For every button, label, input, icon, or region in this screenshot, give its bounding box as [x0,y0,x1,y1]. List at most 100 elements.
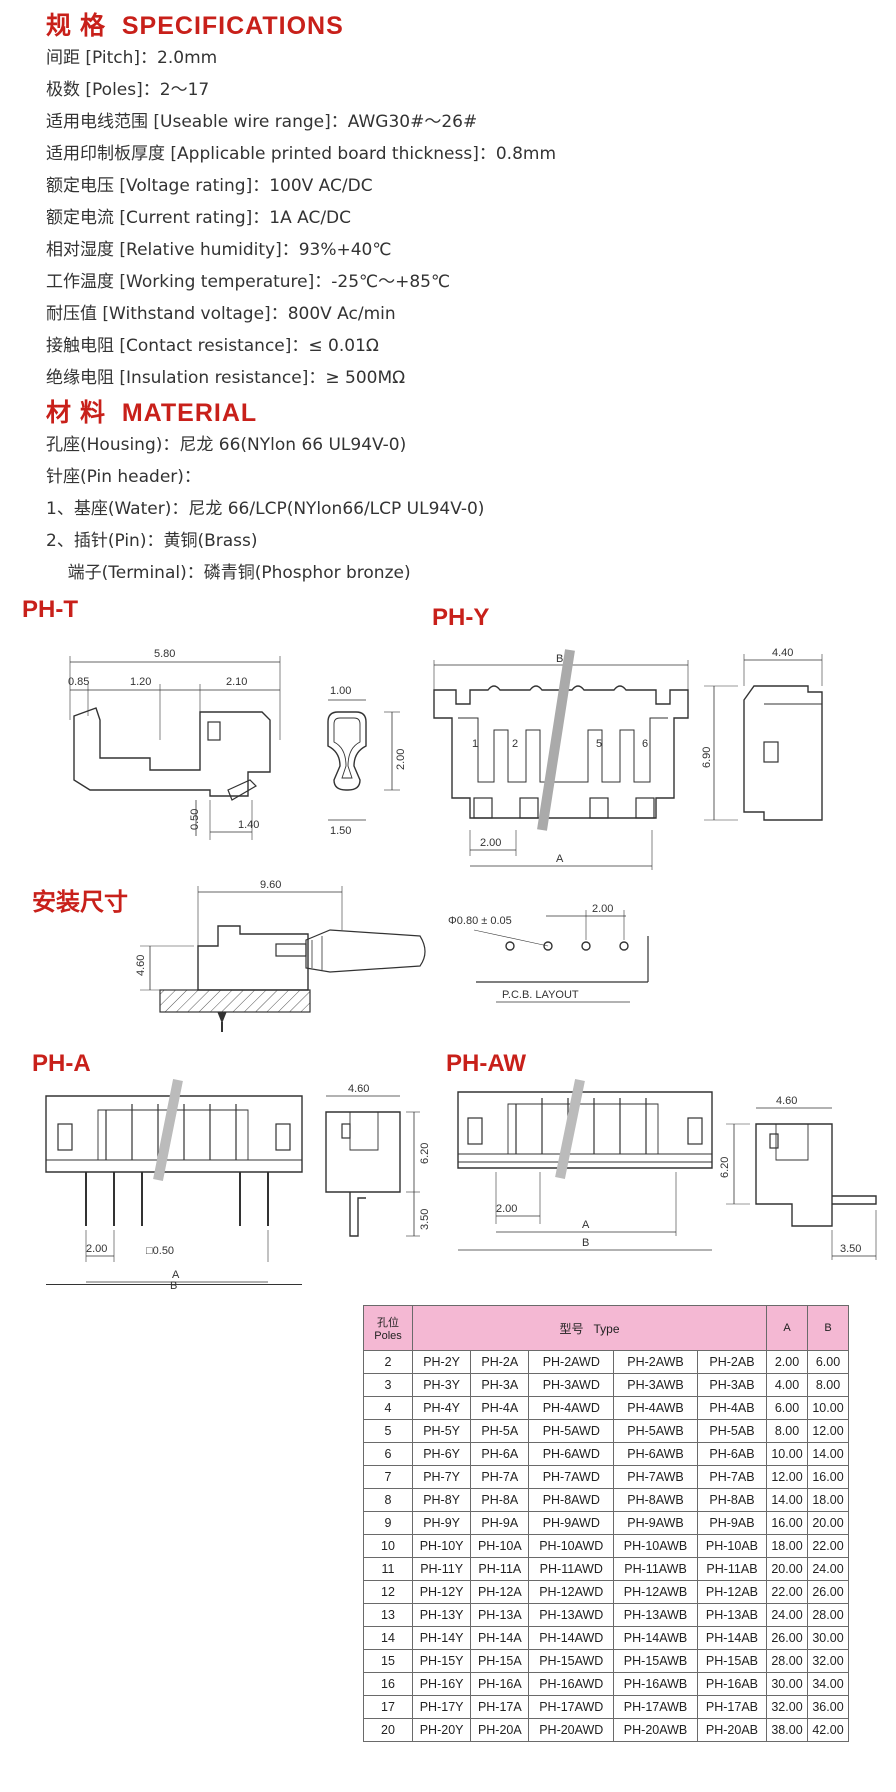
table-cell: 12.00 [766,1465,808,1489]
header-b: B [807,1305,849,1351]
table-cell: PH-12AWD [528,1580,615,1604]
table-cell: 28.00 [807,1603,849,1627]
pht-dim-7: 1.00 [330,685,351,697]
spec-item: 适用电线范围 [Useable wire range]：AWG30#～26# [46,112,478,132]
spec-item: 耐压值 [Withstand voltage]：800V Ac/min [46,304,396,324]
phaw-side-drawing [726,1107,877,1260]
phaw-dim-b: B [582,1237,589,1249]
phaw-dim-a: A [582,1219,590,1231]
table-cell: PH-11AB [696,1557,768,1581]
table-cell: PH-5AB [696,1419,768,1443]
phy-housing-drawing [433,649,689,870]
table-cell: PH-2A [470,1350,530,1374]
table-cell: PH-6AB [696,1442,768,1466]
phy-pin-6: 6 [642,738,648,750]
table-cell: PH-16AB [696,1672,768,1696]
table-cell: 20 [363,1718,413,1742]
table-cell: PH-5A [470,1419,530,1443]
table-cell: PH-12Y [411,1580,472,1604]
table-cell: PH-20A [470,1718,530,1742]
table-cell: 34.00 [807,1672,849,1696]
table-cell: PH-12AWB [613,1580,698,1604]
table-cell: PH-2AB [696,1350,768,1374]
table-cell: PH-15AWB [613,1649,698,1673]
table-cell: PH-13AWB [613,1603,698,1627]
table-cell: 30.00 [766,1672,808,1696]
table-cell: 36.00 [807,1695,849,1719]
table-cell: PH-10A [470,1534,530,1558]
material-item: 针座(Pin header)： [46,467,201,487]
table-cell: PH-16A [470,1672,530,1696]
table-cell: 28.00 [766,1649,808,1673]
table-cell: PH-4AB [696,1396,768,1420]
install-drawing [140,886,426,1032]
pht-dim-2: 0.85 [68,676,89,688]
table-cell: PH-16Y [411,1672,472,1696]
pha-dim-h: 6.20 [419,1143,431,1164]
pha-dim-p: 3.50 [419,1209,431,1230]
table-cell: PH-8AWB [613,1488,698,1512]
spec-item: 额定电流 [Current rating]：1A AC/DC [46,208,352,228]
table-cell: 22.00 [766,1580,808,1604]
table-cell: PH-13Y [411,1603,472,1627]
table-cell: PH-2Y [411,1350,472,1374]
table-cell: PH-15Y [411,1649,472,1673]
header-poles-cn: 孔位 [377,1317,399,1329]
table-cell: PH-16AWB [613,1672,698,1696]
table-cell: PH-12AB [696,1580,768,1604]
phaw-dim-h: 6.20 [719,1157,731,1178]
pht-dim-8: 2.00 [395,749,407,770]
header-type: 型号 Type [412,1305,767,1351]
install-dim-1: 9.60 [260,879,281,891]
table-cell: PH-20AB [696,1718,768,1742]
table-cell: PH-8A [470,1488,530,1512]
table-cell: PH-6A [470,1442,530,1466]
table-cell: 9 [363,1511,413,1535]
label-pht: PH-T [22,596,78,623]
table-cell: PH-10AB [696,1534,768,1558]
table-cell: PH-14Y [411,1626,472,1650]
table-cell: PH-20Y [411,1718,472,1742]
table-cell: 24.00 [766,1603,808,1627]
pha-dim-pitch: 2.00 [86,1243,107,1255]
spec-item: 间距 [Pitch]：2.0mm [46,48,218,68]
table-cell: 12.00 [807,1419,849,1443]
table-cell: 3 [363,1373,413,1397]
table-cell: PH-2AWB [613,1350,698,1374]
table-cell: PH-13AWD [528,1603,615,1627]
spec-item: 相对湿度 [Relative humidity]：93%+40℃ [46,240,392,260]
table-cell: 6.00 [807,1350,849,1374]
table-cell: 10 [363,1534,413,1558]
material-title-en: MATERIAL [121,399,258,427]
table-cell: PH-20AWB [613,1718,698,1742]
pht-dim-9: 1.50 [330,825,351,837]
spec-title: 规 格 SPECIFICATIONS [46,6,344,42]
material-title-cn: 材 料 [46,399,106,427]
pht-dim-1: 5.80 [154,648,175,660]
pcb-hole-dim: Φ0.80 ± 0.05 [448,915,512,927]
spec-item: 极数 [Poles]：2～17 [46,80,210,100]
phaw-dim-p: 3.50 [840,1243,861,1255]
phy-dim-a: A [556,853,564,865]
table-cell: PH-17AB [696,1695,768,1719]
table-cell: PH-4AWB [613,1396,698,1420]
phaw-dim-pitch: 2.00 [496,1203,517,1215]
label-phy: PH-Y [432,604,490,631]
table-cell: PH-15AB [696,1649,768,1673]
table-cell: PH-3Y [411,1373,472,1397]
phy-side-drawing [704,654,823,821]
table-cell: PH-3AWD [528,1373,615,1397]
table-cell: PH-8AB [696,1488,768,1512]
pha-dim-a: A [172,1269,180,1281]
pha-dim-w: 4.60 [348,1083,369,1095]
spec-list: 间距 [Pitch]：2.0mm 极数 [Poles]：2～17 适用电线范围 … [46,42,556,394]
table-cell: PH-15AWD [528,1649,615,1673]
